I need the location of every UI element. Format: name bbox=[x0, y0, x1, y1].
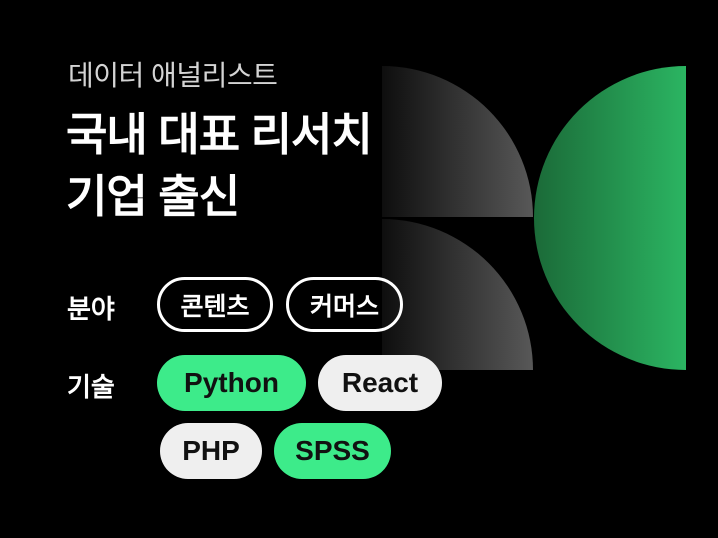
green-half-circle bbox=[534, 66, 686, 370]
field-label: 분야 bbox=[67, 294, 115, 324]
skill-chip-react: React bbox=[318, 355, 442, 411]
job-subtitle: 데이터 애널리스트 bbox=[68, 60, 278, 91]
gray-quarter-circle-bottom bbox=[382, 219, 533, 370]
skill-chip-spss: SPSS bbox=[274, 423, 391, 479]
field-chip-contents: 콘텐츠 bbox=[157, 277, 273, 332]
skills-label: 기술 bbox=[67, 372, 115, 402]
skill-chip-python: Python bbox=[157, 355, 306, 411]
headline: 국내 대표 리서치 기업 출신 bbox=[66, 104, 373, 228]
headline-line-2: 기업 출신 bbox=[66, 171, 240, 222]
skill-chip-php: PHP bbox=[160, 423, 262, 479]
headline-line-1: 국내 대표 리서치 bbox=[66, 109, 373, 160]
field-chip-commerce: 커머스 bbox=[286, 277, 403, 332]
gray-quarter-circle-top bbox=[382, 66, 533, 217]
